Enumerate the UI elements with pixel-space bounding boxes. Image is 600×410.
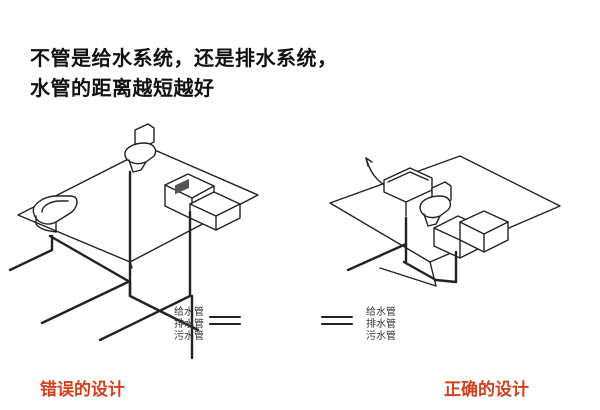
left-pipes — [8, 170, 200, 360]
right-arrow-icon — [365, 157, 387, 187]
legend-label-supply-right: 给水管 — [366, 307, 396, 318]
legend-label-drain-right: 排水管 — [366, 319, 396, 330]
right-toilet-icon — [419, 181, 452, 227]
caption-correct-design: 正确的设计 — [444, 380, 529, 400]
left-sink-cabinet-icon — [164, 173, 241, 231]
right-sink-cabinet-icon — [433, 210, 509, 259]
caption-wrong-design: 错误的设计 — [40, 380, 125, 400]
heading-line-2: 水管的距离越短越好 — [30, 76, 215, 100]
left-bathtub-icon — [32, 195, 78, 233]
legend-label-drain: 排水管 — [174, 319, 204, 330]
right-floor-plane — [329, 155, 561, 287]
legend-label-sewage-right: 污水管 — [366, 331, 396, 342]
heading-line-1: 不管是给水系统，还是排水系统， — [30, 46, 338, 70]
left-toilet-icon — [124, 123, 157, 173]
legend-label-supply: 给水管 — [174, 307, 204, 318]
legend-label-sewage: 污水管 — [174, 331, 204, 342]
right-pipes — [346, 216, 458, 284]
legend-lines — [209, 316, 353, 325]
